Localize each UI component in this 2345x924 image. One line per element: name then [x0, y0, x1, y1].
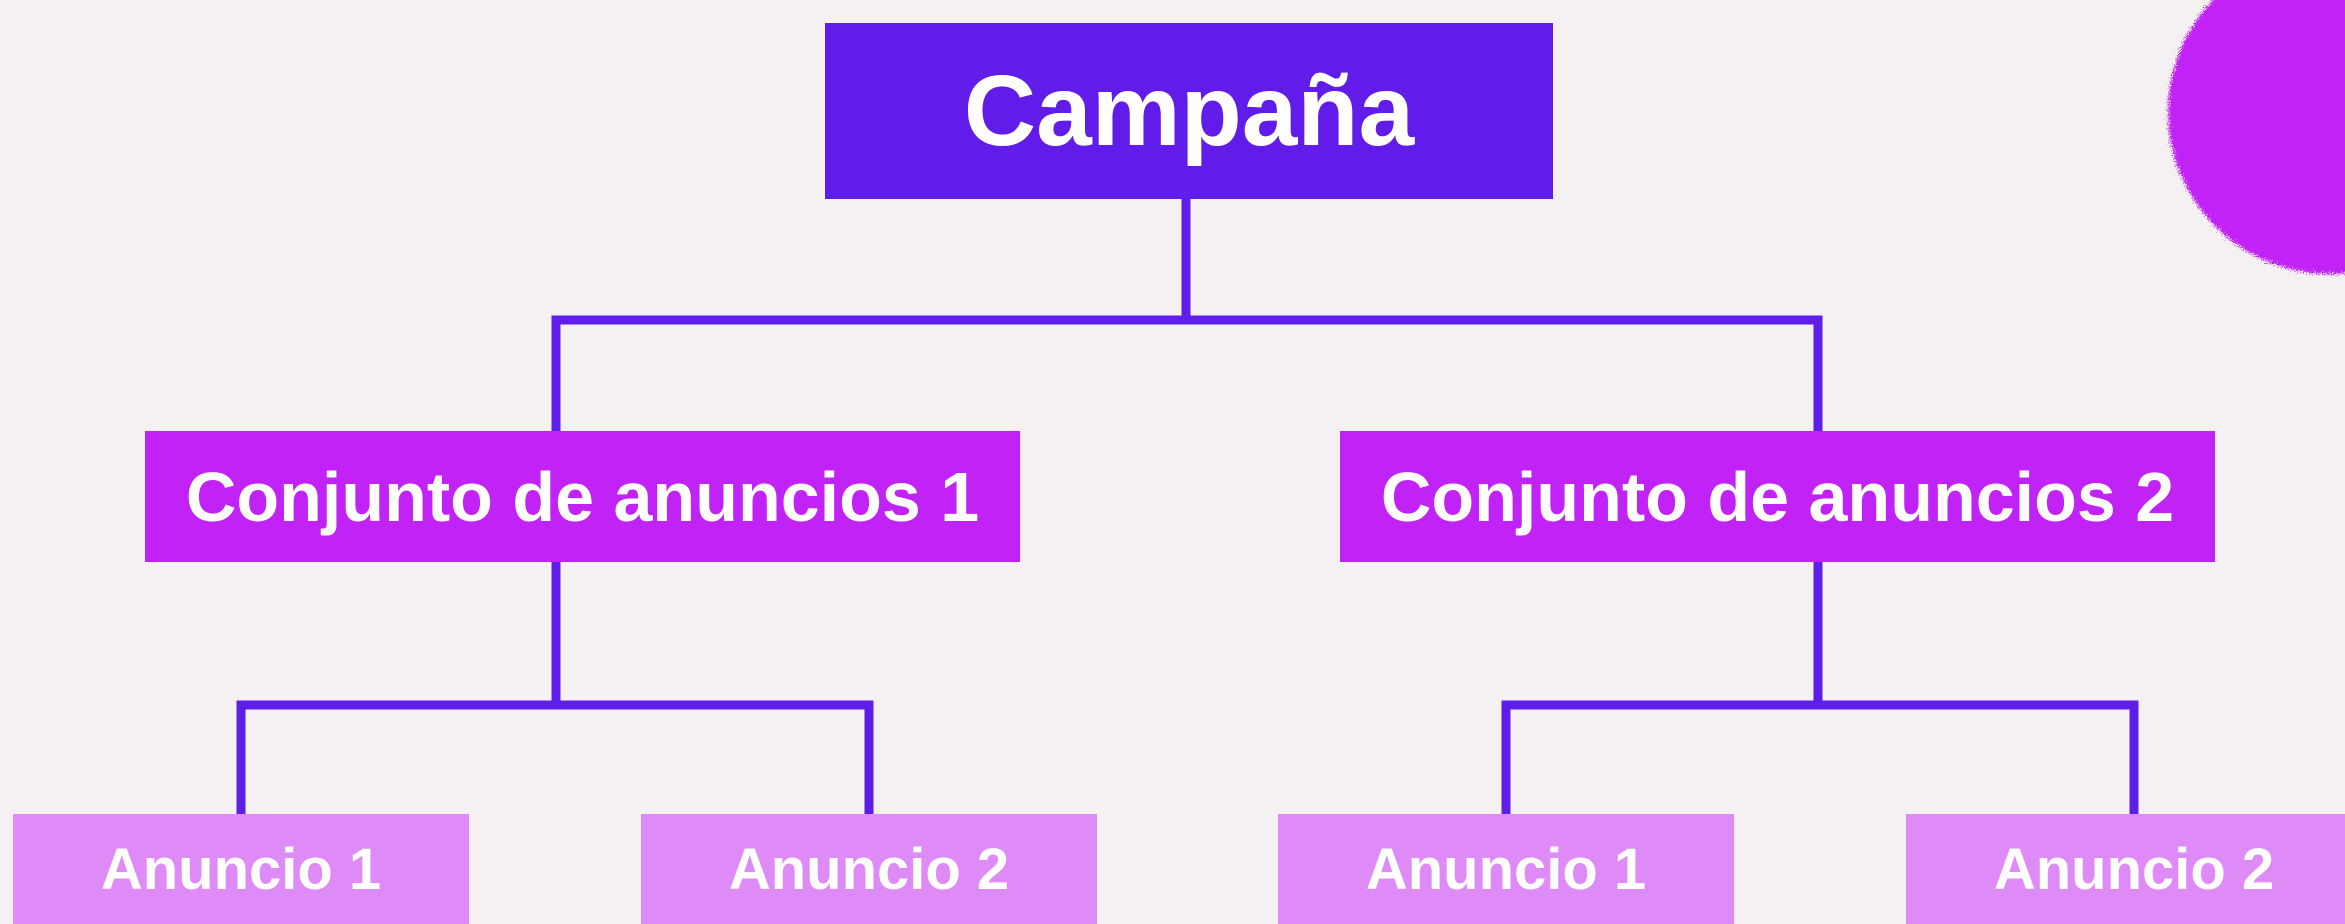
- ad-node-set2-2: Anuncio 2: [1906, 814, 2345, 924]
- ad-node-set1-1: Anuncio 1: [13, 814, 469, 924]
- ad-label-set1-2: Anuncio 2: [728, 836, 1010, 902]
- ad-set-label-2: Conjunto de anuncios 2: [1380, 457, 2175, 536]
- connector-adset1-to-ads: [236, 557, 874, 819]
- connector-adset2-to-ads: [1501, 557, 2139, 819]
- ad-set-node-2: Conjunto de anuncios 2: [1340, 431, 2215, 562]
- brush-circle-icon: [2168, 0, 2345, 274]
- ad-label-set2-2: Anuncio 2: [1993, 836, 2275, 902]
- ad-label-set2-1: Anuncio 1: [1365, 836, 1647, 902]
- ad-set-node-1: Conjunto de anuncios 1: [145, 431, 1020, 562]
- ad-node-set2-1: Anuncio 1: [1278, 814, 1734, 924]
- ad-set-label-1: Conjunto de anuncios 1: [185, 457, 980, 536]
- campaign-node: Campaña: [825, 23, 1553, 199]
- campaign-label: Campaña: [963, 54, 1415, 167]
- ad-label-set1-1: Anuncio 1: [100, 836, 382, 902]
- connector-root-to-adsets: [551, 194, 1823, 436]
- ad-node-set1-2: Anuncio 2: [641, 814, 1097, 924]
